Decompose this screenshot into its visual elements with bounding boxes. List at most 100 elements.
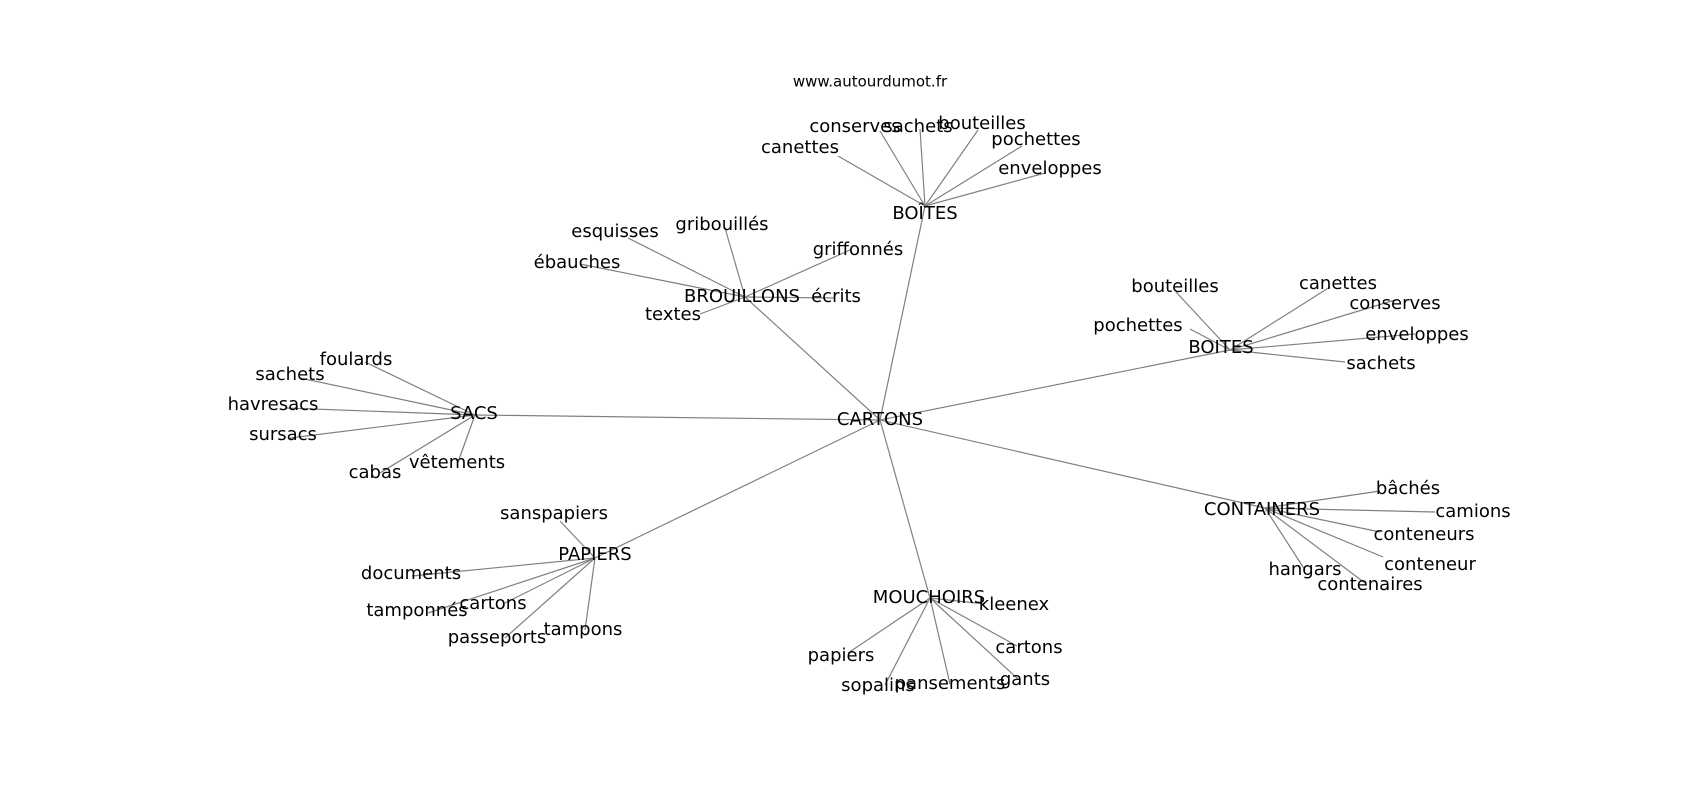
leaf-node-label: gants: [1000, 669, 1050, 690]
edge-boites-top-1: [879, 130, 926, 207]
leaf-node-label: cartons: [459, 593, 526, 614]
edge-sacs-0: [364, 361, 476, 416]
edge-sacs-2: [284, 407, 476, 416]
edge-root-mouchoirs: [879, 419, 931, 599]
leaf-node-label: canettes: [1299, 273, 1377, 294]
leaf-node-label: sopalins: [841, 675, 915, 696]
edge-papiers-2: [427, 557, 596, 614]
leaf-node-label: hangars: [1268, 559, 1341, 580]
edge-papiers-4: [504, 557, 596, 639]
leaf-node-label: bouteilles: [1131, 276, 1218, 297]
edge-root-boites-right: [879, 349, 1231, 421]
leaf-node-label: conteneurs: [1373, 524, 1474, 545]
leaf-node-label: pochettes: [991, 129, 1080, 150]
edge-sacs-5: [457, 414, 476, 463]
leaf-node-label: tamponnés: [366, 600, 467, 621]
hub-node-label-mouchoirs: MOUCHOIRS: [873, 587, 985, 608]
leaf-node-label: conserves: [809, 116, 900, 137]
hub-node-label-sacs: SACS: [450, 403, 498, 424]
leaf-node-label: bouteilles: [938, 113, 1025, 134]
leaf-node-label: havresacs: [228, 394, 319, 415]
labels-layer: CARTONSBOÎTEScanettesconservessachetsbou…: [228, 113, 1511, 696]
edge-papiers-1: [411, 557, 596, 577]
edge-boites-right-1: [1229, 286, 1331, 351]
leaf-node-label: foulards: [320, 349, 393, 370]
leaf-node-label: pansements: [895, 673, 1006, 694]
edge-boites-top-4: [924, 145, 1023, 207]
leaf-node-label: griffonnés: [813, 239, 904, 260]
edge-mouchoirs-0: [929, 597, 986, 605]
hub-node-label-boites-top: BOÎTES: [892, 202, 957, 224]
edge-mouchoirs-5: [929, 597, 1019, 680]
edge-root-sacs: [474, 414, 881, 421]
edge-root-brouillons: [744, 296, 881, 421]
edge-root-papiers: [594, 419, 881, 559]
edge-root-boites-top: [879, 205, 926, 421]
edge-sacs-3: [289, 414, 476, 439]
edge-mouchoirs-3: [884, 597, 931, 686]
edge-boites-top-5: [924, 172, 1046, 207]
hub-node-label-boites-right: BOITES: [1188, 337, 1253, 358]
edge-containers-0: [1264, 490, 1381, 509]
edge-containers-3: [1264, 507, 1384, 558]
leaf-node-label: canettes: [761, 137, 839, 158]
root-node-label: CARTONS: [837, 409, 923, 430]
edge-mouchoirs-4: [929, 597, 951, 685]
edge-sacs-4: [379, 414, 476, 474]
leaf-node-label: bâchés: [1376, 478, 1440, 499]
edge-brouillons-0: [627, 237, 746, 298]
edge-brouillons-4: [744, 296, 835, 299]
leaf-node-label: kleenex: [979, 594, 1050, 615]
edge-brouillons-2: [744, 249, 851, 298]
edge-containers-2: [1264, 507, 1381, 533]
edge-root-containers: [879, 419, 1266, 509]
leaf-node-label: esquisses: [571, 221, 659, 242]
leaf-node-label: camions: [1435, 501, 1510, 522]
leaf-node-label: écrits: [811, 286, 861, 307]
leaf-node-label: gribouillés: [675, 214, 768, 235]
leaf-node-label: ébauches: [534, 252, 621, 273]
edge-boites-right-0: [1175, 291, 1231, 351]
edge-boites-right-4: [1229, 333, 1416, 351]
leaf-node-label: documents: [361, 563, 461, 584]
leaf-node-label: pochettes: [1093, 315, 1182, 336]
edge-brouillons-1: [724, 227, 746, 298]
edges-layer: [284, 128, 1436, 686]
edge-boites-right-2: [1229, 299, 1396, 351]
leaf-node-label: conteneur: [1384, 554, 1476, 575]
edge-containers-5: [1264, 507, 1366, 584]
leaf-node-label: cartons: [995, 637, 1062, 658]
hub-node-label-brouillons: BROUILLONS: [684, 286, 800, 307]
hub-node-label-containers: CONTAINERS: [1204, 499, 1320, 520]
edge-containers-1: [1264, 507, 1436, 513]
edge-brouillons-3: [579, 263, 746, 298]
leaf-node-label: sachets: [1346, 353, 1415, 374]
edge-boites-top-3: [924, 129, 979, 207]
edge-sacs-1: [299, 377, 476, 416]
leaf-node-label: contenaires: [1317, 574, 1422, 595]
edge-papiers-0: [559, 520, 596, 559]
leaf-node-label: vêtements: [409, 452, 505, 473]
leaf-node-label: sachets: [255, 364, 324, 385]
edge-containers-4: [1264, 507, 1306, 571]
watermark-text: www.autourdumot.fr: [793, 73, 948, 91]
leaf-node-label: papiers: [808, 645, 875, 666]
edge-boites-right-5: [1229, 349, 1346, 363]
edge-papiers-3: [504, 557, 596, 604]
hub-node-label-papiers: PAPIERS: [558, 544, 632, 565]
edge-papiers-5: [584, 557, 596, 631]
edge-boites-top-2: [919, 128, 926, 207]
leaf-node-label: conserves: [1349, 293, 1440, 314]
leaf-node-label: sanspapiers: [500, 503, 608, 524]
leaf-node-label: enveloppes: [1365, 324, 1469, 345]
leaf-node-label: textes: [645, 304, 701, 325]
edge-mouchoirs-1: [847, 597, 931, 654]
leaf-node-label: cabas: [349, 462, 402, 483]
leaf-node-label: sursacs: [249, 424, 317, 445]
edge-mouchoirs-2: [929, 597, 1018, 647]
edge-boites-right-3: [1189, 328, 1231, 351]
leaf-node-label: tampons: [544, 619, 623, 640]
leaf-node-label: sachets: [883, 116, 952, 137]
leaf-node-label: enveloppes: [998, 158, 1102, 179]
